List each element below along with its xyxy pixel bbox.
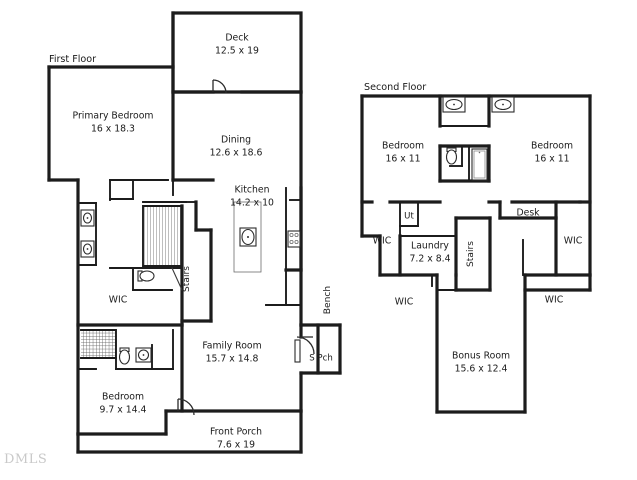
room-label-bedroom-4: Bedroom <box>531 141 573 152</box>
room-label-kitchen: Kitchen <box>235 185 270 196</box>
kitchen-range-icon <box>287 230 301 248</box>
first-floor-labels: Deck 12.5 x 19 Primary Bedroom 16 x 18.3… <box>73 33 333 451</box>
room-label-wic-right-up: WIC <box>564 236 582 247</box>
second-floor-interior-walls <box>360 94 592 341</box>
room-dims-front-porch: 7.6 x 19 <box>217 440 255 451</box>
hall-bath-sink-icon <box>135 347 152 363</box>
room-dims-bedroom-4: 16 x 11 <box>534 154 569 165</box>
jack-jill-toilet-icon <box>445 147 458 165</box>
second-floor-fixtures <box>442 96 515 181</box>
jack-jill-vanity-left-icon <box>442 96 466 113</box>
room-label-dining: Dining <box>221 135 251 146</box>
room-label-bench: Bench <box>323 286 333 314</box>
room-label-screen-porch: S Pch <box>309 354 333 364</box>
room-label-deck: Deck <box>225 33 249 44</box>
room-label-wic-left-up: WIC <box>373 236 391 247</box>
room-dims-deck: 12.5 x 19 <box>215 46 259 57</box>
room-dims-bedroom-2: 9.7 x 14.4 <box>100 405 147 416</box>
room-label-family-room: Family Room <box>202 341 261 352</box>
room-label-wic-primary: WIC <box>109 295 127 306</box>
room-dims-family-room: 15.7 x 14.8 <box>206 354 259 365</box>
room-label-bonus-room: Bonus Room <box>452 351 510 362</box>
room-label-desk: Desk <box>516 208 540 219</box>
primary-bath-vanity-upper-icon <box>80 209 95 227</box>
kitchen-island-sink-icon <box>239 227 257 247</box>
first-floor-group: First Floor <box>47 11 342 454</box>
second-floor-labels: Bedroom 16 x 11 Bedroom 16 x 11 Ut WIC L… <box>373 141 582 375</box>
room-label-primary-bedroom: Primary Bedroom <box>73 111 154 122</box>
first-floor-title: First Floor <box>49 54 96 65</box>
room-label-bedroom-3: Bedroom <box>382 141 424 152</box>
hall-bath-toilet-icon <box>118 347 131 365</box>
second-floor-title: Second Floor <box>364 82 426 93</box>
watermark-dmls: DMLS <box>4 452 47 467</box>
second-floor-group: Second Floor <box>360 82 592 414</box>
room-label-wic-left-low: WIC <box>395 297 413 308</box>
primary-bath-toilet-icon <box>137 270 155 282</box>
room-label-laundry: Laundry <box>411 241 449 252</box>
room-label-stairs-second: Stairs <box>466 241 476 267</box>
room-label-bedroom-2: Bedroom <box>102 392 144 403</box>
room-label-wic-right-low: WIC <box>545 295 563 306</box>
jack-jill-vanity-right-icon <box>491 96 515 113</box>
first-floor-doors <box>177 79 315 416</box>
room-dims-bonus-room: 15.6 x 12.4 <box>455 364 508 375</box>
room-dims-bedroom-3: 16 x 11 <box>385 154 420 165</box>
room-dims-kitchen: 14.2 x 10 <box>230 198 274 209</box>
room-dims-dining: 12.6 x 18.6 <box>210 148 263 159</box>
first-floor-fixtures <box>80 209 301 365</box>
room-label-front-porch: Front Porch <box>210 427 262 438</box>
room-dims-laundry: 7.2 x 8.4 <box>410 254 451 265</box>
room-label-stairs-first: Stairs <box>182 266 192 292</box>
primary-bath-vanity-lower-icon <box>80 240 95 258</box>
room-dims-primary-bedroom: 16 x 18.3 <box>91 124 135 135</box>
jack-jill-shower-icon <box>471 148 488 181</box>
first-floor-interior-walls <box>76 178 320 435</box>
first-floor-walls <box>47 11 342 454</box>
room-label-utility: Ut <box>404 212 414 222</box>
